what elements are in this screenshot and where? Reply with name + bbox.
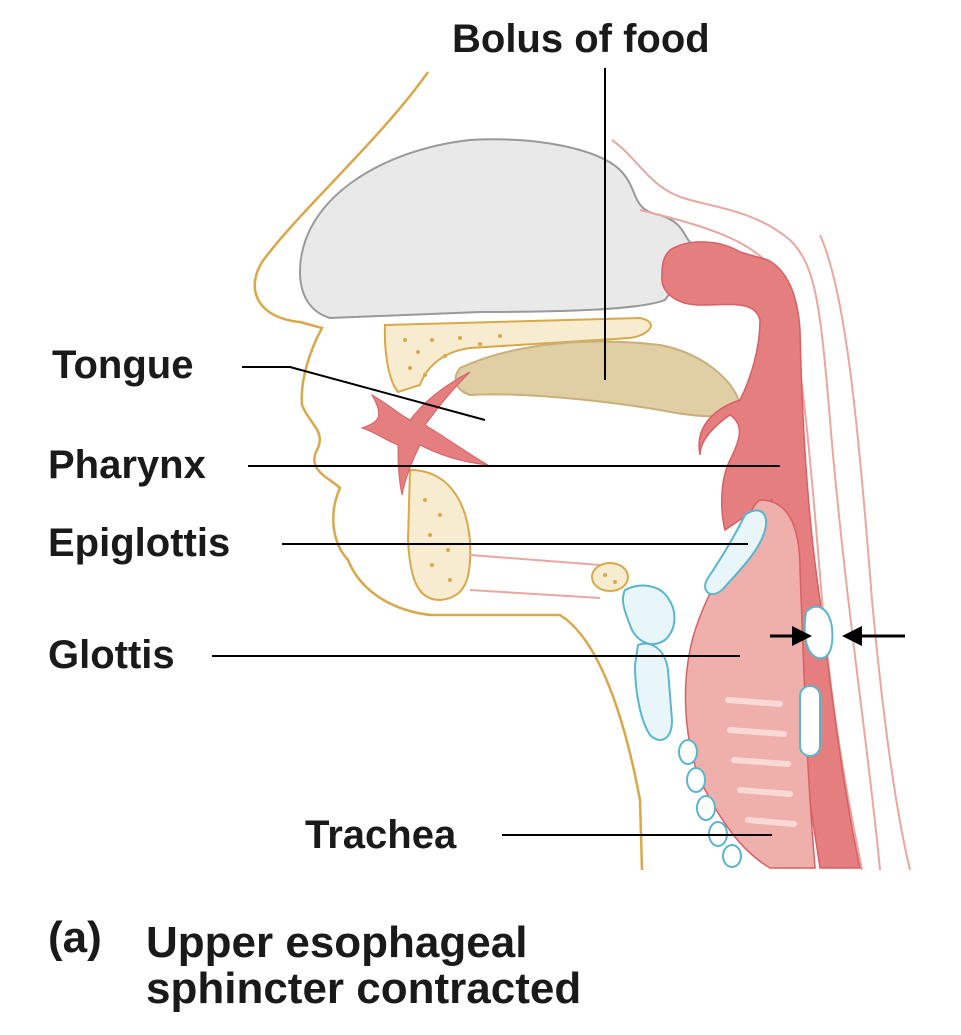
label-trachea: Trachea — [305, 813, 457, 857]
tracheal-rings — [725, 697, 797, 827]
caption-line1: Upper esophageal — [146, 918, 527, 967]
cricoid-cartilage — [633, 642, 674, 741]
tracheal-cartilage-rings — [678, 739, 742, 868]
face-profile — [253, 71, 644, 871]
label-pharynx: Pharynx — [48, 443, 206, 487]
jaw-line — [469, 554, 601, 599]
label-tongue: Tongue — [52, 343, 193, 387]
neck-outline-back — [819, 234, 911, 871]
nasal-cavity — [298, 138, 702, 320]
jaw-bone — [406, 468, 472, 602]
neck-outline — [611, 139, 881, 871]
bolus — [454, 340, 742, 418]
thyroid-cartilage — [621, 584, 676, 645]
arrow-left-icon — [842, 626, 862, 646]
caption-line2: sphincter contracted — [146, 964, 581, 1013]
label-epiglottis: Epiglottis — [48, 521, 230, 565]
label-bolus: Bolus of food — [452, 17, 710, 61]
arrow-right-icon — [792, 626, 812, 646]
caption-letter: (a) — [48, 913, 102, 962]
leader-lines — [212, 68, 780, 836]
epiglottis-cartilage — [704, 509, 768, 596]
label-glottis: Glottis — [48, 633, 175, 677]
hyoid-bone — [591, 562, 629, 592]
esophagus-lumen — [803, 605, 834, 660]
bone-texture — [403, 334, 617, 584]
tongue-muscle — [360, 371, 489, 496]
hard-palate — [383, 316, 652, 394]
tongue-leader — [242, 366, 486, 421]
esophagus-lumen-lower — [799, 685, 821, 757]
sphincter-arrows — [770, 626, 905, 646]
